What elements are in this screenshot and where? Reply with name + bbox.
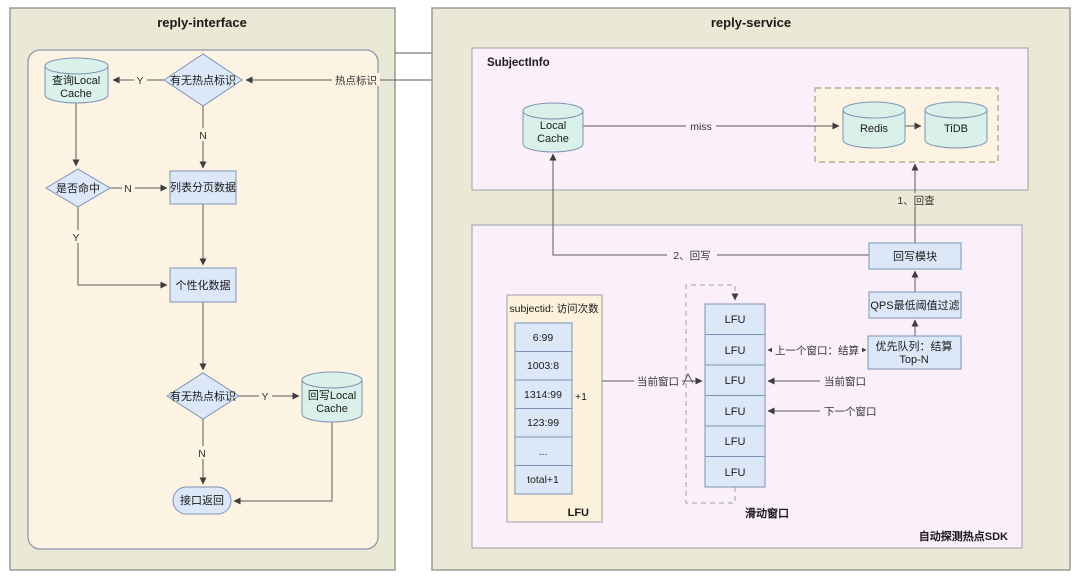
svg-text:个性化数据: 个性化数据 (176, 278, 231, 292)
svg-text:N: N (198, 448, 206, 460)
lfu-stack-cell: LFU (725, 436, 746, 448)
svg-text:Y: Y (136, 75, 143, 87)
personalized-data-node: 个性化数据 (169, 267, 237, 303)
svg-text:N: N (124, 183, 132, 195)
lfu-table-cell: 6:99 (533, 332, 554, 344)
sliding-window-caption: 滑动窗口 (745, 506, 789, 520)
sdk-box: 自动探测热点SDK 1、回查 2、回写 subjectid: 访问次数 (471, 153, 1023, 549)
svg-text:miss: miss (690, 121, 712, 133)
svg-text:2、回写: 2、回写 (673, 250, 710, 262)
label-writeback: 2、回写 (667, 248, 717, 262)
label-lookup: 1、回查 (891, 193, 941, 207)
qps-filter-node: QPS最低阈值过滤 (868, 291, 962, 319)
svg-text:查询Local: 查询Local (52, 73, 100, 87)
svg-text:优先队列：结算: 优先队列：结算 (876, 339, 953, 353)
lfu-table-cell: 123:99 (527, 417, 559, 429)
svg-text:Local: Local (540, 120, 566, 132)
list-page-data-node: 列表分页数据 (169, 170, 237, 205)
hotspot-check-bottom-diamond: 有无热点标识 (166, 372, 240, 420)
label-current-window-left: 当前窗口 (634, 374, 682, 388)
hotspot-check-top-diamond: 有无热点标识 (163, 53, 243, 107)
writeback-module-node: 回写模块 (868, 242, 962, 270)
subject-info-title: SubjectInfo (487, 57, 550, 69)
svg-text:Y: Y (261, 391, 268, 403)
label-n1: N (197, 128, 210, 142)
sdk-title: 自动探测热点SDK (919, 529, 1008, 543)
label-hotspot-flag: 热点标识 (332, 73, 380, 87)
lfu-table-cell: total+1 (527, 474, 559, 486)
svg-text:Top-N: Top-N (899, 354, 928, 366)
edge-writeback (549, 153, 869, 256)
svg-text:接口返回: 接口返回 (180, 494, 224, 507)
redis-cylinder: Redis (842, 101, 906, 149)
svg-text:1、回查: 1、回查 (897, 194, 935, 207)
label-current-window-right: 当前窗口 (824, 375, 866, 388)
label-y3: Y (259, 389, 272, 403)
lfu-stack-cell: LFU (725, 467, 746, 479)
lfu-stack: LFU LFU LFU LFU LFU LFU (704, 303, 766, 488)
svg-text:上一个窗口：结算: 上一个窗口：结算 (775, 344, 859, 357)
label-y2: Y (70, 230, 83, 244)
lfu-table-cell: ... (539, 446, 548, 458)
svg-text:QPS最低阈值过滤: QPS最低阈值过滤 (870, 298, 959, 312)
svg-text:Redis: Redis (860, 123, 889, 135)
svg-text:回写模块: 回写模块 (893, 250, 937, 263)
label-n3: N (196, 446, 209, 460)
query-local-cache-cylinder: 查询Local Cache (44, 57, 109, 104)
priority-queue-node: 优先队列：结算 Top-N (867, 335, 962, 370)
lfu-stack-cell: LFU (725, 406, 746, 418)
svg-text:列表分页数据: 列表分页数据 (170, 180, 236, 194)
svg-text:TiDB: TiDB (944, 123, 968, 135)
edge-writeback-to-return (233, 422, 333, 505)
svg-text:回写Local: 回写Local (308, 389, 356, 402)
label-miss: miss (686, 119, 716, 133)
plus-one-label: +1 (575, 391, 587, 403)
svg-text:Cache: Cache (537, 133, 569, 145)
api-return-node: 接口返回 (172, 486, 232, 515)
subject-info-box: SubjectInfo miss Local Cache Redis (471, 47, 1029, 191)
svg-text:当前窗口: 当前窗口 (637, 375, 679, 388)
right-panel-title: reply-service (711, 15, 791, 30)
label-prev-window: 上一个窗口：结算 (772, 343, 862, 357)
lfu-stack-cell: LFU (725, 345, 746, 357)
tidb-cylinder: TiDB (924, 101, 988, 149)
svg-text:热点标识: 热点标识 (335, 74, 377, 87)
svg-text:有无热点标识: 有无热点标识 (170, 73, 236, 87)
hit-check-diamond: 是否命中 (45, 168, 111, 208)
line-break-mark (682, 372, 694, 386)
writeback-local-cache-cylinder: 回写Local Cache (301, 371, 363, 423)
lfu-caption: LFU (568, 507, 589, 519)
svg-text:N: N (199, 130, 207, 142)
svg-text:Cache: Cache (60, 88, 92, 100)
svg-text:是否命中: 是否命中 (56, 181, 100, 195)
sliding-window-loop (685, 284, 739, 504)
right-panel: reply-service SubjectInfo miss Local Cac… (431, 7, 1071, 571)
left-panel-title: reply-interface (157, 15, 247, 30)
label-next-window: 下一个窗口 (824, 405, 877, 418)
svg-text:Y: Y (72, 232, 79, 244)
svg-text:有无热点标识: 有无热点标识 (170, 389, 236, 403)
lfu-table: subjectid: 访问次数 6:99 1003:8 1314:99 123:… (506, 294, 603, 523)
lfu-stack-cell: LFU (725, 314, 746, 326)
label-n2: N (122, 181, 135, 195)
lfu-stack-cell: LFU (725, 375, 746, 387)
lfu-table-cell: 1003:8 (527, 360, 559, 372)
svg-text:Cache: Cache (316, 403, 348, 415)
lfu-table-cell: 1314:99 (524, 389, 562, 401)
left-panel: reply-interface 热点标识 Y N N (9, 7, 472, 571)
lfu-table-header: subjectid: 访问次数 (509, 302, 599, 315)
label-y1: Y (134, 73, 147, 87)
local-cache-cylinder: Local Cache (522, 102, 584, 153)
